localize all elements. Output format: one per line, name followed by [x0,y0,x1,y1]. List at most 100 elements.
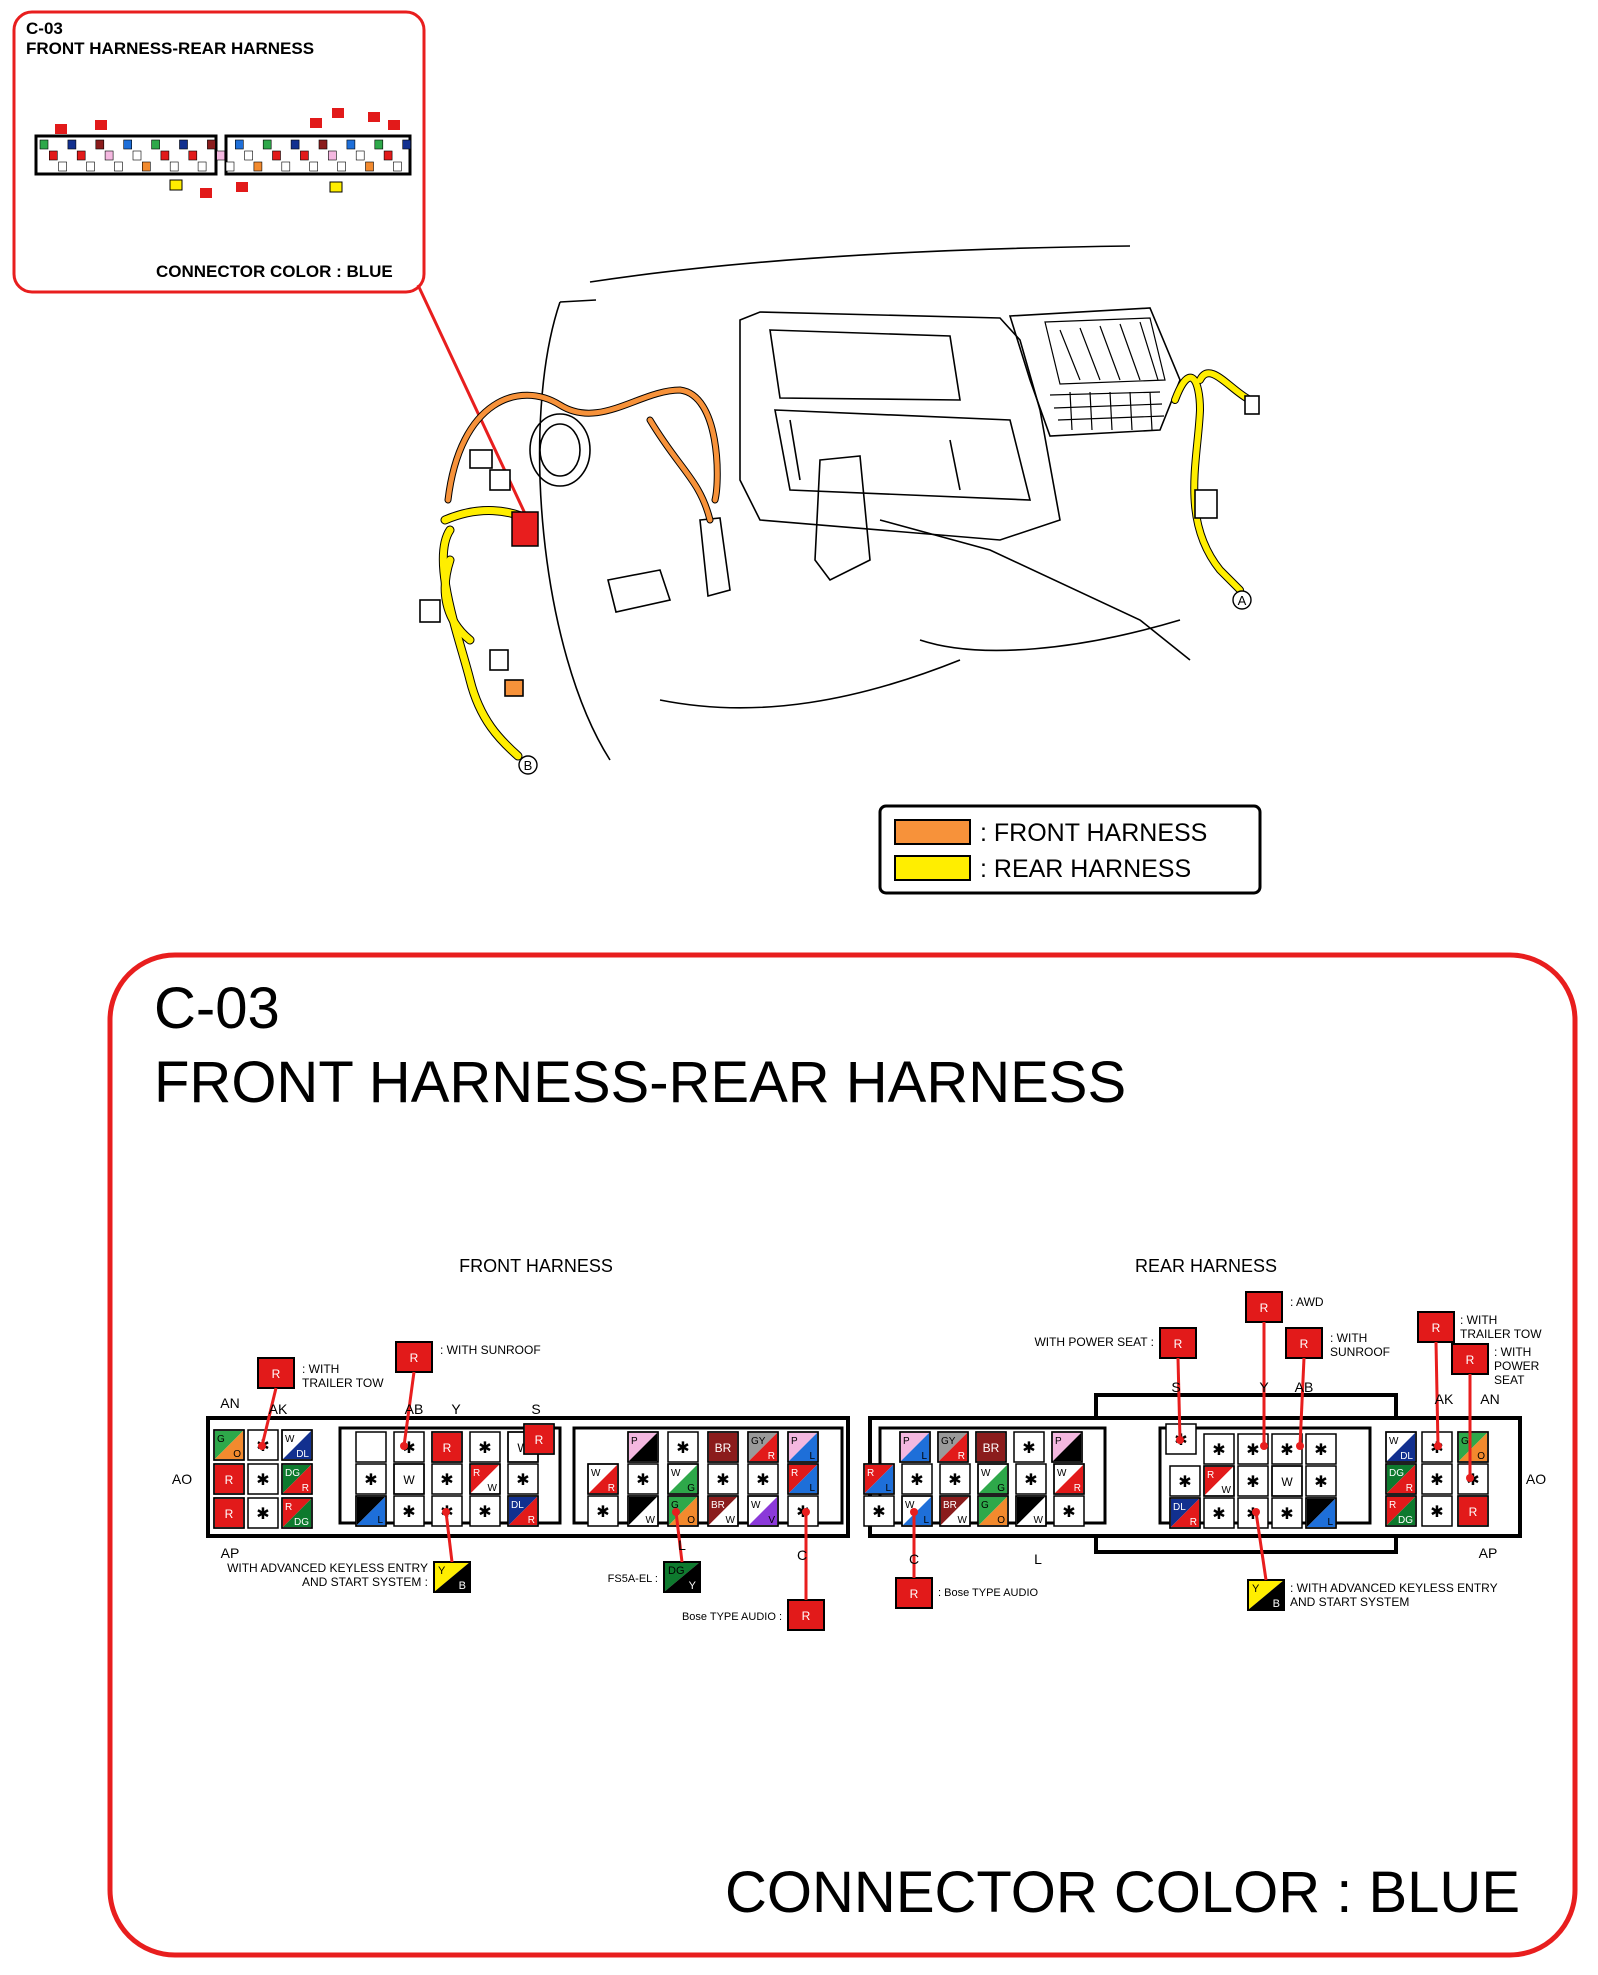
unused-terminal-mark: ✱ [256,1472,269,1489]
mini-panel-connector-color: CONNECTOR COLOR : BLUE [156,262,393,281]
mini-terminal [39,139,49,150]
callout-dot [1434,1442,1442,1450]
rear-terminal: BW [1015,1495,1047,1527]
note-rear-bose: : Bose TYPE AUDIO [938,1587,1039,1599]
wire-color-code: B [648,1451,655,1462]
wire-color-code: R [867,1468,874,1479]
front-terminal: R [213,1497,245,1529]
mini-connector-thumbnail [34,108,412,198]
wire-color-code: V [768,1515,775,1526]
callout-front-bose: R [787,1599,825,1631]
wire-color-code: BR [943,1500,957,1511]
mini-terminal [123,139,132,150]
mini-terminal [290,139,300,150]
wire-color-code: L [921,1451,927,1462]
mini-terminal [104,150,114,161]
note-rear-awd: : AWD [1290,1295,1324,1309]
rear-terminal: WR [1053,1463,1085,1495]
wire-color-code: W [1222,1485,1232,1496]
wire-color-code: G [687,1483,695,1494]
mini-terminal [169,161,179,172]
rear-terminal: DLR [1169,1497,1201,1529]
unused-terminal-mark: ✱ [756,1472,769,1489]
callout-dot [442,1508,450,1516]
callout-dot [1296,1442,1304,1450]
wire-color-code: R [768,1451,775,1462]
wire-color-code: R [1300,1337,1309,1351]
unused-terminal-mark: ✱ [872,1504,885,1521]
wire-color-code: R [1466,1353,1475,1367]
wire-color-code: DG [285,1468,300,1479]
unused-terminal-mark: ✱ [402,1504,415,1521]
front-terminal: ✱ [667,1431,699,1463]
main-panel-connector-color: CONNECTOR COLOR : BLUE [725,1860,1520,1925]
unused-terminal-mark: ✱ [1062,1504,1075,1521]
mini-terminal [365,161,374,172]
mini-terminal [48,150,58,161]
note-rear-power-seat: WITH POWER SEAT : [1034,1335,1154,1349]
front-terminal: R [431,1431,463,1463]
wire-color-code: BR [715,1441,732,1455]
front-terminal: GYR [747,1431,779,1463]
note-rear-keyless: AND START SYSTEM [1290,1595,1409,1609]
unused-terminal-mark: ✱ [1430,1504,1443,1521]
unused-terminal-mark: ✱ [256,1506,269,1523]
wire-color-code: Y [689,1580,697,1592]
wire-color-code: B [1309,1502,1316,1513]
note-front-sunroof: : WITH SUNROOF [440,1343,541,1357]
wire-color-code: B [359,1500,366,1511]
note-rear-power-seat-right: : WITH [1494,1345,1531,1359]
pin-position-label: AB [1295,1379,1314,1395]
front-terminal: DLR [507,1495,539,1527]
front-terminal: BW [627,1495,659,1527]
rear-terminal: ✱ [1053,1495,1085,1527]
mini-terminal [346,139,356,150]
wire-color-code: R [285,1502,292,1513]
note-rear-keyless: : WITH ADVANCED KEYLESS ENTRY [1290,1581,1498,1595]
note-rear-trailer-tow: TRAILER TOW [1460,1327,1542,1341]
note-front-keyless: AND START SYSTEM : [302,1575,428,1589]
main-panel-title: FRONT HARNESS-REAR HARNESS [154,1050,1126,1115]
callout-dot [400,1442,408,1450]
wire-color-code: L [923,1515,929,1526]
wire-color-code: W [981,1468,991,1479]
unused-terminal-mark: ✱ [1022,1440,1035,1457]
wire-color-code: DL [1173,1502,1186,1513]
wire-color-code: W [1389,1436,1399,1447]
mini-terminal [76,150,86,161]
pin-position-label: C [909,1551,919,1567]
note-front-trailer-tow: TRAILER TOW [302,1376,384,1390]
wire-color-code: W [751,1500,761,1511]
wire-color-code: GY [941,1436,956,1447]
wire-color-code: B [631,1500,638,1511]
callout-front-sunroof: R [395,1341,433,1373]
mini-terminal [244,150,253,161]
front-terminal: WDL [281,1429,313,1461]
pin-position-label: AK [269,1401,288,1417]
harness-legend: : FRONT HARNESS : REAR HARNESS [878,804,1262,895]
unused-terminal-mark: ✱ [478,1504,491,1521]
pin-position-label: C [797,1547,807,1563]
unused-terminal-mark: ✱ [948,1472,961,1489]
pin-position-label: AP [1479,1545,1498,1561]
unused-terminal-mark: ✱ [1212,1506,1225,1523]
rear-terminal: RL [863,1463,895,1495]
rear-terminal: WDL [1385,1431,1417,1463]
wire-color-code: R [1074,1483,1081,1494]
wire-color-code: R [1406,1483,1413,1494]
wire-color-code: R [1260,1301,1269,1315]
wire-color-code: W [671,1468,681,1479]
pin-position-label: Y [1259,1379,1269,1395]
rear-terminal: R [1457,1495,1489,1527]
pin-position-label: AO [1526,1471,1546,1487]
wire-color-code: W [488,1483,498,1494]
note-front-bose: Bose TYPE AUDIO : [682,1611,782,1623]
note-rear-sunroof: SUNROOF [1330,1345,1390,1359]
mini-terminal [67,139,77,150]
unused-terminal-mark: ✱ [1314,1442,1327,1459]
wire-color-code: R [958,1451,965,1462]
rear-harness-heading: REAR HARNESS [1135,1256,1277,1276]
callout-leader [1176,1357,1182,1441]
callout-leader [674,1511,684,1563]
wire-color-code: W [1034,1515,1044,1526]
